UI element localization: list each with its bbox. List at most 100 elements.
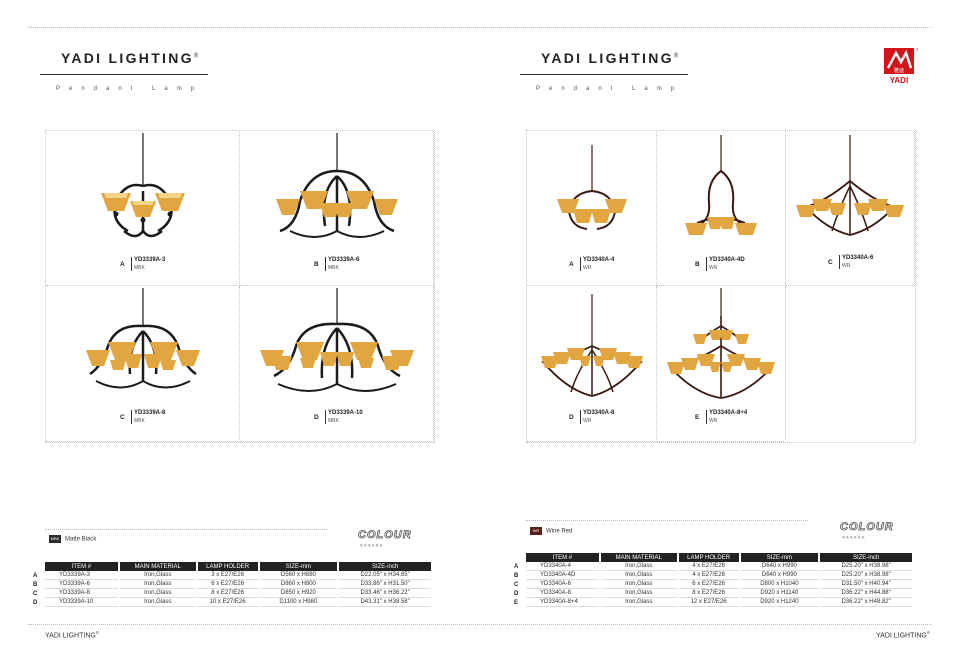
col-header: LAMP HOLDER	[677, 553, 741, 562]
product-letter: B	[314, 261, 319, 268]
label-divider	[706, 257, 707, 271]
row-letter: D	[33, 600, 38, 606]
finish-name: Matte Black	[65, 536, 97, 543]
product-model: YD3339A-3	[134, 257, 166, 263]
row-letter: B	[514, 573, 519, 579]
cell-holder: 12 x E27/E26	[677, 597, 741, 607]
product-model: YD3340A-8	[583, 410, 615, 416]
col-header: SIZE-inch	[338, 562, 433, 571]
row-letter: B	[33, 582, 38, 588]
svg-text:YADI: YADI	[890, 76, 908, 85]
cell-size-inch: D36.22" x H48.82"	[819, 597, 914, 607]
right-finish-divider	[526, 520, 808, 521]
col-header: SIZE-mm	[739, 553, 821, 562]
product-card-left-c[interactable]: C YD3339A-8 MBK	[46, 286, 240, 442]
right-brand-rule	[520, 74, 688, 75]
label-divider	[580, 257, 581, 271]
product-card-left-b[interactable]: B YD3339A-6 MBK	[240, 131, 434, 286]
product-letter: A	[569, 261, 574, 268]
table-row: YD3339A-10 Iron,Glass 10 x E27/E26 D1100…	[45, 597, 433, 607]
cell-size-mm: D640 x H990	[739, 570, 821, 580]
label-divider	[131, 410, 132, 424]
col-header: SIZE-mm	[258, 562, 340, 571]
cell-item: YD3340A-8	[526, 588, 601, 598]
right-brand-title: YADI LIGHTING®	[541, 50, 679, 66]
cell-size-inch: D22.05" x H34.65"	[338, 571, 433, 580]
product-model: YD3339A-6	[328, 257, 360, 263]
chandelier-4d-light-image	[685, 135, 757, 235]
product-finish: MBK	[328, 265, 339, 271]
cell-material: Iron,Glass	[599, 597, 679, 607]
left-brand-title: YADI LIGHTING®	[61, 50, 199, 66]
matte-black-swatch: MBK	[49, 535, 61, 543]
right-spec-table: ITEM # MAIN MATERIAL LAMP HOLDER SIZE-mm…	[526, 553, 914, 607]
product-letter: C	[828, 259, 833, 266]
label-divider	[580, 410, 581, 424]
table-row: YD3340A-8+4 Iron,Glass 12 x E27/E26 D920…	[526, 597, 914, 607]
col-header: ITEM #	[526, 553, 601, 562]
cell-material: Iron,Glass	[599, 588, 679, 598]
cell-item: YD3340A-8+4	[526, 597, 601, 607]
cell-size-inch: D25.20" x H38.98"	[819, 570, 914, 580]
cell-holder: 8 x E27/E26	[677, 588, 741, 598]
product-letter: E	[695, 414, 700, 421]
chandelier-4-light-image	[557, 145, 627, 230]
product-card-right-a[interactable]: A YD3340A-4 WR	[527, 131, 657, 286]
row-letter: D	[514, 591, 519, 597]
cell-holder: 4 x E27/E26	[677, 570, 741, 580]
cell-size-mm: D920 x H1240	[739, 597, 821, 607]
table-header-row: ITEM # MAIN MATERIAL LAMP HOLDER SIZE-mm…	[45, 562, 433, 571]
cell-holder: 10 x E27/E26	[196, 597, 260, 607]
table-row: YD3340A-4 Iron,Glass 4 x E27/E26 D640 x …	[526, 562, 914, 571]
svg-text:®: ®	[916, 47, 918, 52]
right-footer-brand: YADI LIGHTING®	[876, 630, 930, 640]
left-subtitle: Pendant Lamp	[56, 86, 204, 92]
product-letter: D	[314, 414, 319, 421]
chandelier-10-light-image	[260, 288, 414, 392]
row-letter: A	[33, 573, 38, 579]
col-header: SIZE-inch	[819, 553, 914, 562]
cell-material: Iron,Glass	[118, 597, 198, 607]
product-card-left-d[interactable]: D YD3339A-10 MBK	[240, 286, 434, 442]
product-finish: WR	[583, 418, 592, 424]
chandelier-8-light-image	[86, 288, 200, 389]
cell-size-inch: D36.22" x H44.88"	[819, 588, 914, 598]
col-header: LAMP HOLDER	[196, 562, 260, 571]
cell-item: YD3339A-10	[45, 597, 120, 607]
product-finish: WR	[842, 263, 851, 269]
cell-holder: 6 x E27/E26	[196, 579, 260, 589]
cell-size-mm: D800 x H1040	[739, 579, 821, 589]
product-card-right-e[interactable]: E YD3340A-8+4 WR	[657, 286, 786, 442]
left-colour-heading: COLOUR	[358, 529, 412, 542]
label-divider	[706, 410, 707, 424]
product-finish: WR	[709, 418, 718, 424]
product-finish: MBK	[134, 418, 145, 424]
cell-size-inch: D25.20" x H38.98"	[819, 562, 914, 571]
col-header: MAIN MATERIAL	[118, 562, 198, 571]
chandelier-3-light-image	[101, 133, 185, 238]
right-colour-heading: COLOUR	[840, 521, 894, 534]
row-letter: A	[514, 564, 519, 570]
product-model: YD3339A-10	[328, 410, 363, 416]
product-finish: WR	[583, 265, 592, 271]
cell-material: Iron,Glass	[118, 579, 198, 589]
label-divider	[131, 257, 132, 271]
left-finish-swatch-row: MBK Matte Black	[49, 535, 96, 543]
product-letter: A	[120, 261, 125, 268]
product-card-right-b[interactable]: B YD3340A-4D WR	[657, 131, 786, 286]
product-card-right-d[interactable]: D YD3340A-8 WR	[527, 286, 657, 442]
col-header: MAIN MATERIAL	[599, 553, 679, 562]
cell-size-mm: D920 x H1140	[739, 588, 821, 598]
product-card-left-a[interactable]: A YD3339A-3 MBK	[46, 131, 240, 286]
cell-size-mm: D860 x H800	[258, 579, 340, 589]
left-finish-divider	[45, 529, 327, 530]
row-letter: C	[514, 582, 519, 588]
cell-size-inch: D33.86" x H31.50"	[338, 579, 433, 589]
cell-material: Iron,Glass	[118, 571, 198, 580]
cell-material: Iron,Glass	[118, 588, 198, 598]
label-divider	[325, 410, 326, 424]
chandelier-6-light-wr-image	[796, 135, 904, 236]
table-header-row: ITEM # MAIN MATERIAL LAMP HOLDER SIZE-mm…	[526, 553, 914, 562]
left-footer-brand: YADI LIGHTING®	[45, 630, 99, 640]
product-card-right-c[interactable]: C YD3340A-6 WR	[786, 131, 915, 286]
